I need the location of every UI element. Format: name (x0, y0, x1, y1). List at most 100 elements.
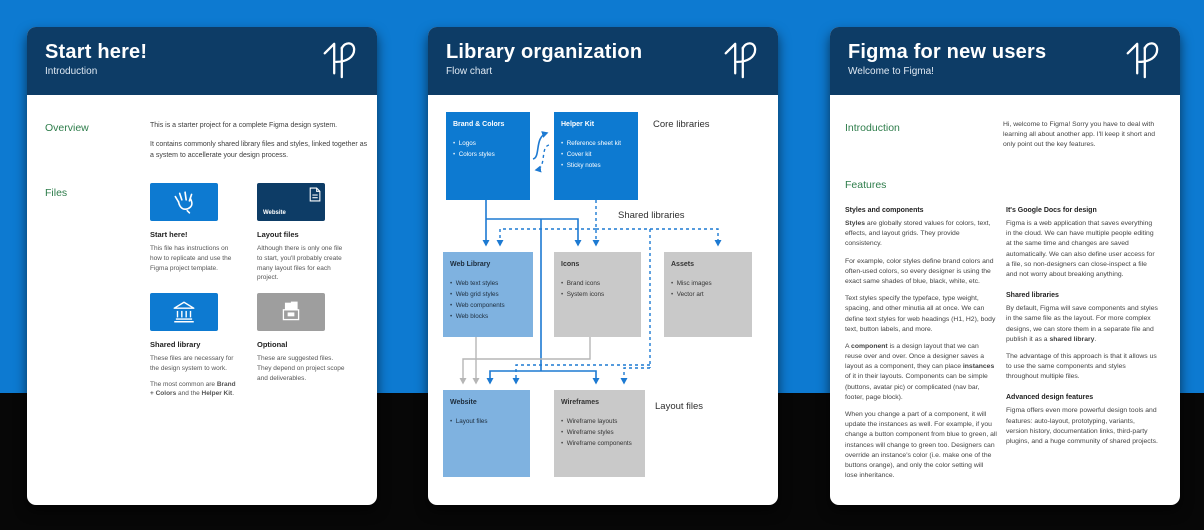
file-description: This file has instructions on how to rep… (150, 245, 232, 272)
introduction-paragraph: Hi, welcome to Figma! Sorry you have to … (1003, 121, 1156, 149)
bullet-item: Wireframe layouts (561, 416, 638, 427)
flow-box-bullets: LogosColors styles (453, 138, 523, 160)
overview-paragraph: This is a starter project for a complete… (150, 122, 338, 129)
file-card-start-here[interactable]: Start here! This file has instructions o… (150, 183, 238, 273)
feature-paragraph: Figma is a web application that saves ev… (1006, 220, 1155, 278)
introduction-text: Hi, welcome to Figma! Sorry you have to … (1003, 120, 1161, 158)
file-description: The most common are Brand + Colors and t… (150, 380, 236, 398)
bullet-item: Layout files (450, 416, 523, 427)
feature-heading: Advanced design features (1006, 394, 1094, 402)
flow-box-wireframes[interactable]: Wireframes Wireframe layoutsWireframe st… (554, 390, 645, 477)
flow-box-bullets: Misc imagesVector art (671, 278, 745, 300)
file-title: Shared library (150, 340, 201, 349)
flow-box-bullets: Layout files (450, 416, 523, 427)
overview-section-label: Overview (45, 122, 89, 134)
flow-box-title: Wireframes (561, 399, 600, 406)
one-p-logo-icon (724, 42, 757, 79)
files-section-label: Files (45, 187, 68, 199)
flow-box-bullets: Wireframe layoutsWireframe stylesWirefra… (561, 416, 638, 449)
flow-box-assets[interactable]: Assets Misc imagesVector art (664, 252, 752, 337)
flow-box-icons[interactable]: Icons Brand iconsSystem icons (554, 252, 641, 337)
features-column-right: It's Google Docs for design Figma is a w… (1006, 207, 1158, 454)
bullet-item: Misc images (671, 278, 745, 289)
feature-heading: Styles and components (845, 207, 924, 214)
flow-box-helper-kit[interactable]: Helper Kit Reference sheet kitCover kitS… (554, 112, 638, 200)
introduction-section-label: Introduction (845, 122, 900, 134)
flow-box-title: Website (450, 399, 477, 406)
flow-box-website[interactable]: Website Layout files (443, 390, 530, 477)
page-title: Library organization (446, 41, 643, 63)
page-start-here[interactable]: Start here! Introduction Overview This i… (27, 27, 377, 505)
flow-box-bullets: Brand iconsSystem icons (561, 278, 634, 300)
page-title: Start here! (45, 41, 148, 63)
page-subtitle: Welcome to Figma! (848, 66, 934, 77)
file-description: Although there is only one file to start… (257, 245, 343, 282)
bullet-item: Cover kit (561, 149, 631, 160)
file-title: Optional (257, 340, 288, 349)
bullet-item: Colors styles (453, 149, 523, 160)
file-title: Layout files (257, 230, 299, 239)
bullet-item: Wireframe styles (561, 427, 638, 438)
feature-paragraph: By default, Figma will save components a… (1006, 305, 1158, 343)
bullet-item: Logos (453, 138, 523, 149)
core-libraries-label: Core libraries (653, 119, 710, 130)
page-header: Library organization Flow chart (428, 27, 778, 95)
flow-box-bullets: Reference sheet kitCover kitSticky notes (561, 138, 631, 171)
one-p-logo-icon (323, 42, 356, 79)
bullet-item: Sticky notes (561, 160, 631, 171)
features-column-left: Styles and components Styles are globall… (845, 207, 997, 488)
flow-box-bullets: Web text stylesWeb grid stylesWeb compon… (450, 278, 526, 322)
overview-text: This is a starter project for a complete… (150, 121, 368, 170)
page-header: Figma for new users Welcome to Figma! (830, 27, 1180, 95)
page-icon (309, 187, 321, 202)
archive-box-icon (282, 301, 300, 321)
flow-box-web-library[interactable]: Web Library Web text stylesWeb grid styl… (443, 252, 533, 337)
flow-box-title: Helper Kit (561, 121, 595, 128)
shared-libraries-label: Shared libraries (618, 210, 685, 221)
feature-paragraph: Text styles specify the typeface, type w… (845, 295, 996, 333)
flow-box-title: Web Library (450, 261, 491, 268)
bank-icon (173, 301, 195, 323)
page-subtitle: Introduction (45, 66, 98, 77)
bullet-item: Web components (450, 300, 526, 311)
flow-box-title: Assets (671, 261, 694, 268)
page-library-organization[interactable]: Library organization Flow chart Core lib… (428, 27, 778, 505)
file-thumbnail[interactable]: Website (257, 183, 325, 221)
bullet-item: Wireframe components (561, 438, 638, 449)
flow-box-title: Icons (561, 261, 580, 268)
layout-files-label: Layout files (655, 401, 704, 412)
bullet-item: Brand icons (561, 278, 634, 289)
feature-paragraph: For example, color styles define brand c… (845, 257, 994, 285)
file-thumbnail[interactable] (150, 293, 218, 331)
feature-paragraph: Figma offers even more powerful design t… (1006, 407, 1158, 445)
file-card-layout-files[interactable]: Website Layout files Although there is o… (257, 183, 345, 283)
file-card-optional[interactable]: Optional These are suggested files. They… (257, 293, 345, 383)
file-description: These are suggested files. They depend o… (257, 355, 345, 382)
page-figma-for-new-users[interactable]: Figma for new users Welcome to Figma! In… (830, 27, 1180, 505)
file-thumbnail[interactable] (257, 293, 325, 331)
bullet-item: Reference sheet kit (561, 138, 631, 149)
bullet-item: System icons (561, 289, 634, 300)
bullet-item: Web text styles (450, 278, 526, 289)
bullet-item: Web grid styles (450, 289, 526, 300)
feature-paragraph: When you change a part of a component, i… (845, 411, 997, 480)
bullet-item: Vector art (671, 289, 745, 300)
one-p-logo-icon (1126, 42, 1159, 79)
file-title: Start here! (150, 230, 188, 239)
file-thumbnail[interactable] (150, 183, 218, 221)
feature-paragraph: The advantage of this approach is that i… (1006, 352, 1157, 381)
page-subtitle: Flow chart (446, 66, 493, 77)
page-title: Figma for new users (848, 41, 1047, 63)
bullet-item: Web blocks (450, 311, 526, 322)
thumbnail-label: Website (263, 210, 286, 216)
page-header: Start here! Introduction (27, 27, 377, 95)
flow-box-title: Brand & Colors (453, 121, 505, 128)
feature-heading: Shared libraries (1006, 292, 1059, 300)
feature-paragraph: Styles are globally stored values for co… (845, 220, 991, 248)
flow-box-brand-colors[interactable]: Brand & Colors LogosColors styles (446, 112, 530, 200)
file-description: These files are necessary for the design… (150, 355, 234, 372)
feature-paragraph: A component is a design layout that we c… (845, 342, 995, 401)
file-card-shared-library[interactable]: Shared library These files are necessary… (150, 293, 238, 399)
feature-heading: It's Google Docs for design (1006, 207, 1097, 214)
